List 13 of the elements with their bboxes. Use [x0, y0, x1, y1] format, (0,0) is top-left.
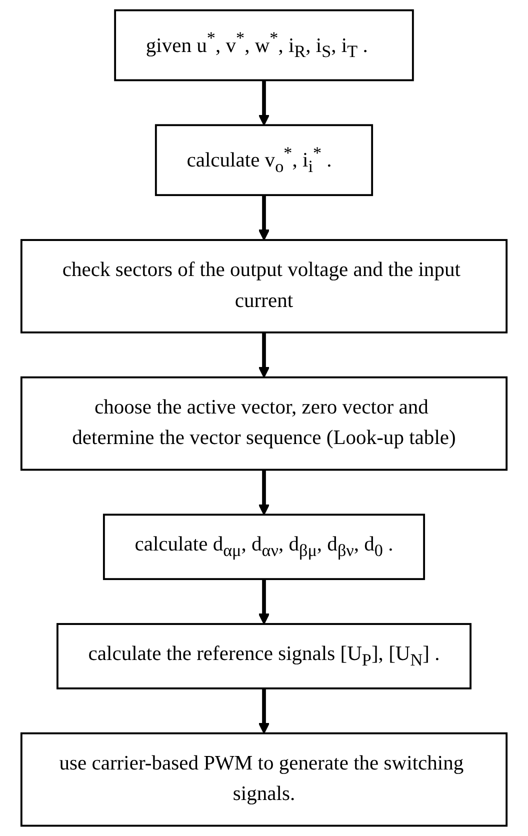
node-box: calculate d$_{αμ}$, d$_{αν}$, d$_{βμ}$, d$_{βν}$, d$_{0}$ .: [102, 514, 426, 580]
arrow: [258, 195, 270, 241]
arrow: [258, 688, 270, 734]
node-box: calculate v$_{o}$$^{*}$, i$_{i}$$^{*}$ .: [154, 124, 374, 196]
node-box: given u$^{*}$, v$^{*}$, w$^{*}$, i$_{R}$, i$_{S}$, i$_{T}$ .: [114, 9, 414, 82]
node-box: calculate the reference signals [U$_{P}$], [U$_{N}$] .: [56, 623, 472, 690]
arrow: [258, 579, 270, 625]
node-box: choose the active vector, zero vector and determine the vector sequence (Look-up table): [20, 376, 508, 471]
node-box: check sectors of the output voltage and the input current: [20, 239, 508, 334]
arrow: [258, 470, 270, 516]
arrow: [258, 80, 270, 126]
node-box: use carrier-based PWM to generate the switching signals.: [20, 732, 508, 827]
arrow: [258, 332, 270, 378]
